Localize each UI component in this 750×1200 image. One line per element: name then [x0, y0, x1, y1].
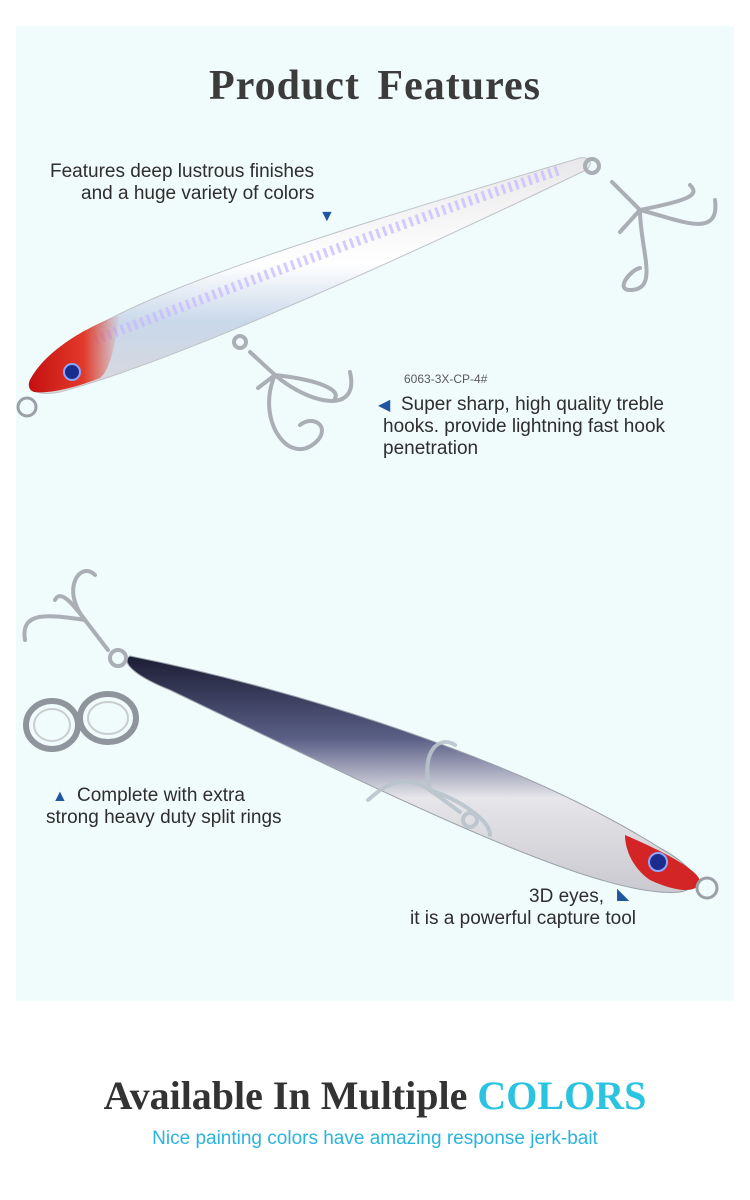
- lure-bottom-body: [126, 655, 695, 893]
- triangle-down-left-icon: ◣: [617, 886, 630, 903]
- lure-top: [16, 157, 718, 452]
- feature-hooks-line3: penetration: [383, 438, 479, 459]
- model-code: 6063-3X-CP-4#: [404, 372, 488, 386]
- split-rings: [23, 691, 139, 752]
- colors-subtitle: Nice painting colors have amazing respon…: [152, 1128, 598, 1149]
- colors-heading-main: Available In Multiple: [103, 1073, 468, 1118]
- lure-top-sheen: [93, 165, 562, 345]
- feature-hooks-line1: Super sharp, high quality treble: [401, 394, 664, 415]
- feature-hooks-line2: hooks. provide lightning fast hook: [383, 416, 666, 437]
- triangle-left-icon: ◀: [378, 397, 391, 414]
- feature-eyes-line1: 3D eyes,: [529, 886, 604, 907]
- feature-finishes-line1: Features deep lustrous finishes: [50, 161, 315, 182]
- triangle-up-icon: ▲: [52, 788, 68, 805]
- feature-rings-line1: Complete with extra: [77, 785, 245, 806]
- feature-finishes-line2: and a huge variety of colors: [81, 183, 315, 204]
- lure-top-tail-hook: [583, 157, 718, 293]
- page-title: Product Features: [209, 63, 541, 109]
- feature-eyes-line2: it is a powerful capture tool: [410, 908, 637, 929]
- lure-bottom-eye: [648, 852, 668, 872]
- triangle-down-icon: ▼: [319, 208, 335, 225]
- lure-bottom-tail-hook: [22, 569, 128, 668]
- lure-bottom-belly-hook: [366, 740, 492, 837]
- lure-top-belly-hook: [232, 334, 354, 452]
- colors-heading-accent: COLORS: [477, 1073, 647, 1118]
- lure-top-eye: [63, 363, 81, 381]
- lure-bottom-nose-ring: [695, 876, 719, 900]
- lure-top-nose-ring: [16, 396, 38, 418]
- lure-bottom: [22, 569, 719, 900]
- lure-top-head: [28, 315, 120, 393]
- feature-rings-line2: strong heavy duty split rings: [46, 807, 282, 828]
